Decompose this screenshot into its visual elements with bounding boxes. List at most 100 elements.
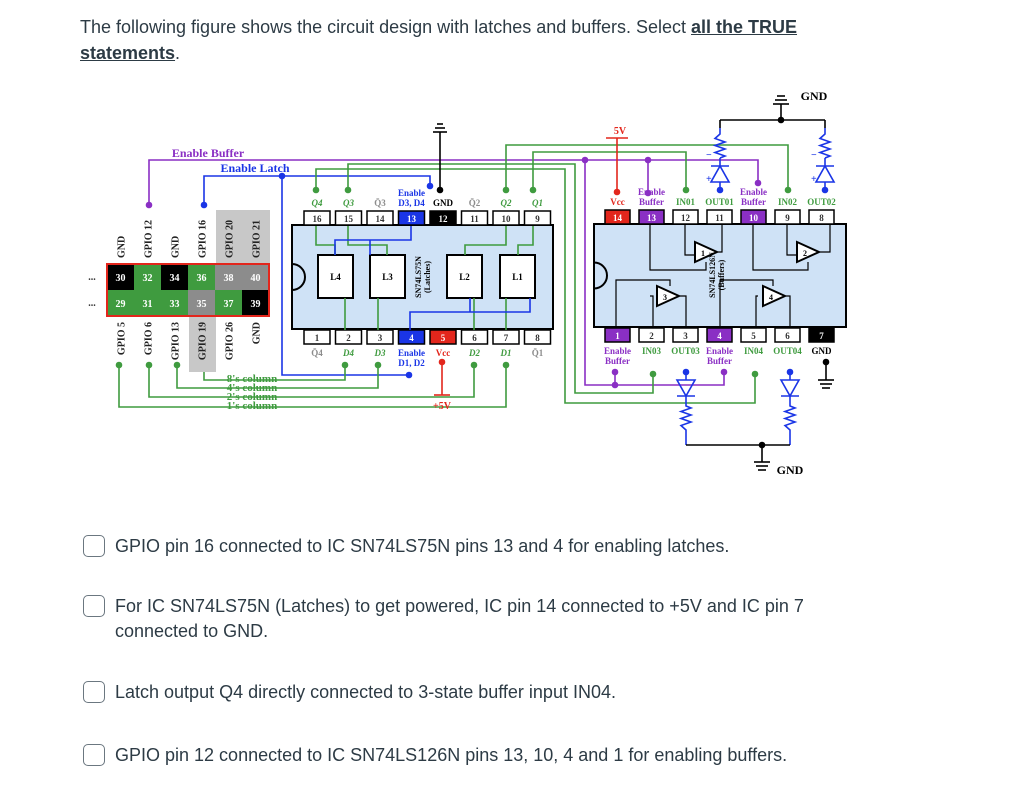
latch-output-wire — [347, 226, 388, 255]
header-label-top: GND — [117, 236, 128, 258]
option-2[interactable]: For IC SN74LS75N (Latches) to get powere… — [83, 594, 883, 644]
junction-dot — [470, 361, 478, 369]
buffer-wire — [615, 279, 671, 327]
buffer-wire — [719, 279, 774, 327]
latch-pin-label: Q̄3 — [374, 198, 386, 208]
buffer-pin-7 — [808, 327, 835, 343]
buffer-wire — [786, 224, 797, 256]
header-highlight — [189, 316, 216, 372]
junction-dot — [720, 368, 728, 376]
buffer-ic-name: SN74LS126N — [708, 252, 717, 298]
buffer-pin-4 — [706, 327, 733, 343]
buffer-pin-6 — [774, 327, 801, 343]
latch-pin-number: 11 — [470, 214, 479, 224]
header-pin — [215, 290, 242, 316]
buffer-wire — [650, 295, 654, 327]
junction-dot — [754, 179, 762, 187]
col2-wire — [148, 365, 475, 398]
buffer-wire — [752, 224, 809, 271]
option-4-checkbox[interactable] — [83, 744, 105, 766]
buffer-pin-3 — [672, 327, 699, 343]
gnd-top-label: GND — [801, 89, 828, 103]
buffer-pin-number: 12 — [681, 213, 691, 223]
junction-dot — [502, 186, 510, 194]
junction-dot — [777, 116, 785, 124]
junction-dot — [682, 186, 690, 194]
option-3-label[interactable]: Latch output Q4 directly connected to 3-… — [115, 682, 616, 702]
buffer-pin-label: IN04 — [744, 346, 764, 356]
option-3[interactable]: Latch output Q4 directly connected to 3-… — [83, 680, 883, 705]
latch-pin-label: D1 — [500, 348, 512, 358]
junction-dot — [312, 186, 320, 194]
latch-pin-number: 2 — [346, 333, 351, 343]
latch-pin-4 — [397, 329, 426, 345]
latch-block-label: L2 — [459, 272, 470, 282]
enable-latch-wire — [281, 176, 409, 376]
junction-dot — [438, 358, 446, 366]
header-pin-number: 37 — [224, 299, 234, 310]
junction-dot — [374, 361, 382, 369]
q2-to-in02-wire — [505, 144, 789, 190]
header-pin — [107, 290, 134, 316]
col4-label: 4's column — [227, 382, 277, 394]
latch-pin-number: 3 — [378, 333, 383, 343]
latch-pin-label: D3 — [374, 348, 386, 358]
junction-dot — [821, 186, 829, 194]
buffer-pin-label: OUT02 — [807, 197, 836, 207]
buffer-pin-number: 11 — [715, 213, 724, 223]
buffer-pin-label: Buffer — [605, 356, 630, 366]
latch-pin-label: Enable — [398, 188, 425, 198]
option-3-checkbox[interactable] — [83, 681, 105, 703]
header-pin — [242, 264, 269, 290]
junction-dot — [502, 361, 510, 369]
header-pin-number: 36 — [197, 273, 207, 284]
option-1[interactable]: GPIO pin 16 connected to IC SN74LS75N pi… — [83, 534, 883, 559]
option-1-checkbox[interactable] — [83, 535, 105, 557]
header-label-top: GPIO 16 — [198, 220, 209, 258]
header-label-bottom: GND — [252, 322, 263, 344]
latch-pin-number: 4 — [409, 333, 414, 343]
buffer-pin-label: IN02 — [778, 197, 798, 207]
latch-pin-label: Q̄1 — [532, 348, 544, 358]
header-pin — [107, 264, 134, 290]
buffer-pin-number: 13 — [647, 213, 657, 223]
buffer-pin-1 — [604, 327, 631, 343]
buffer-pin-number: 14 — [613, 213, 623, 223]
latch-block — [499, 254, 536, 299]
q4-to-in04-wire — [315, 168, 756, 404]
latch-pin-12 — [429, 210, 457, 226]
buffer-pin-label: IN03 — [642, 346, 662, 356]
buffer-gate-label: 1 — [701, 249, 705, 258]
latch-pin-number: 9 — [535, 214, 540, 224]
option-2-checkbox[interactable] — [83, 595, 105, 617]
header-pin — [188, 290, 215, 316]
header-pin-number: 39 — [251, 299, 261, 310]
header-pin-number: 34 — [170, 273, 180, 284]
option-4-label[interactable]: GPIO pin 12 connected to IC SN74LS126N p… — [115, 745, 788, 765]
option-2-label[interactable]: For IC SN74LS75N (Latches) to get powere… — [115, 596, 804, 641]
latch-pin-number: 1 — [315, 333, 320, 343]
junction-dot — [786, 368, 794, 376]
latch-pin-label: D1, D2 — [398, 358, 425, 368]
header-pin-number: 40 — [251, 273, 261, 284]
latch-pin-label: D3, D4 — [398, 198, 425, 208]
v5-label: 5V — [614, 126, 627, 137]
buffer-gate-icon — [796, 240, 822, 264]
buffer-pin-number: 10 — [749, 213, 759, 223]
buffer-pin-number: 1 — [615, 331, 620, 341]
option-1-label[interactable]: GPIO pin 16 connected to IC SN74LS75N pi… — [115, 536, 730, 556]
latch-pin-15 — [334, 210, 363, 226]
buffer-pin-label: OUT03 — [671, 346, 700, 356]
buffer-gate-icon — [656, 284, 682, 308]
latch-pin-number: 14 — [376, 214, 386, 224]
led-icon — [779, 379, 801, 398]
latch-pin-label: Q3 — [343, 198, 354, 208]
option-4[interactable]: GPIO pin 12 connected to IC SN74LS126N p… — [83, 743, 883, 768]
latch-output-wire — [464, 226, 507, 255]
question-emphasis: all the TRUE statements — [80, 17, 798, 63]
latch-pin-number: 5 — [441, 333, 446, 343]
led-icon — [709, 164, 731, 183]
buffer-gate-label: 2 — [803, 249, 807, 258]
latch-pin-1 — [303, 329, 331, 345]
